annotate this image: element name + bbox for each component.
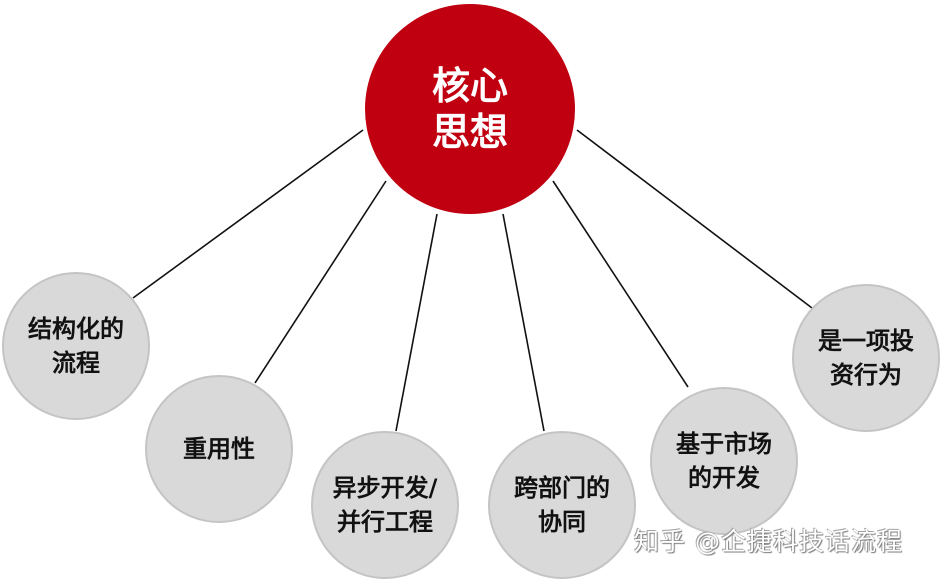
node-label: 异步开发/ 并行工程 xyxy=(332,474,438,536)
core-idea-node: 核心 思想 xyxy=(365,4,575,214)
connector-reusability xyxy=(254,180,387,384)
connector-market-based xyxy=(552,180,689,388)
connector-cross-department xyxy=(502,213,545,432)
node-structured-process: 结构化的 流程 xyxy=(2,272,150,420)
node-investment: 是一项投 资行为 xyxy=(792,284,940,432)
node-label: 是一项投 资行为 xyxy=(818,327,914,389)
node-cross-department: 跨部门的 协同 xyxy=(488,431,636,579)
node-reusability: 重用性 xyxy=(145,375,293,523)
node-label: 跨部门的 协同 xyxy=(514,474,610,536)
node-label: 基于市场 的开发 xyxy=(676,430,772,492)
core-idea-label: 核心 思想 xyxy=(431,64,508,154)
connector-investment xyxy=(576,129,813,309)
connector-structured-process xyxy=(132,129,364,299)
node-label: 结构化的 流程 xyxy=(28,315,124,377)
watermark-text: 知乎 @企捷科技话流程 xyxy=(634,527,903,556)
connector-async-parallel xyxy=(395,213,438,432)
node-async-parallel: 异步开发/ 并行工程 xyxy=(311,431,459,579)
node-label: 重用性 xyxy=(183,435,255,463)
node-market-based: 基于市场 的开发 xyxy=(650,387,798,535)
